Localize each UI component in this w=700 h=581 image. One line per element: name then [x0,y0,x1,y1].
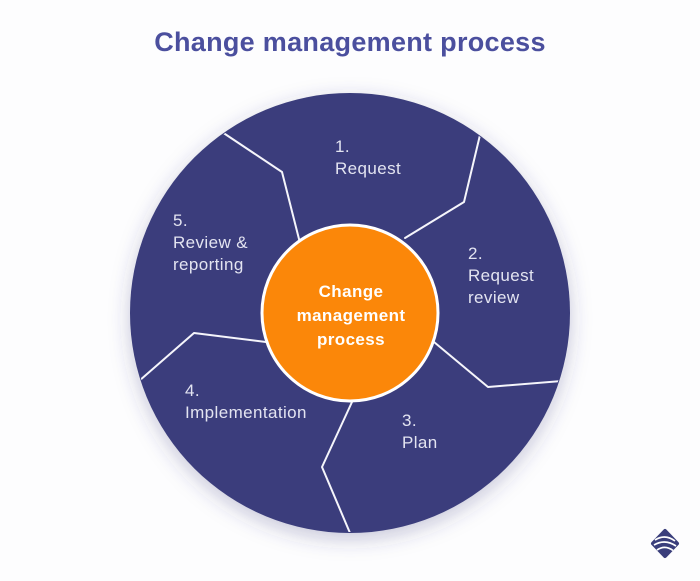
logo-wave-stripe [656,546,674,552]
segment-name: Plan [402,433,438,452]
segment-number: 4. [185,381,200,400]
segment-number: 5. [173,211,188,230]
segment-name: Request [335,159,402,178]
center-label: Change management process [296,282,406,349]
segment-number: 3. [402,411,417,430]
segment-label-request-review: 2. Request review [468,243,534,309]
segment-dividers [138,131,563,532]
segment-divider [433,341,563,388]
segment-label-review-reporting: 5. Review & reporting [173,210,248,276]
segment-number: 1. [335,137,350,156]
segment-name: Implementation [185,403,307,422]
segment-divider [404,134,481,239]
logo-wave-stripe [653,541,677,547]
segment-label-plan: 3. Plan [402,410,438,454]
segment-name: Review & reporting [173,233,249,274]
logo-wave-stripe [654,536,676,542]
segment-divider [138,332,267,382]
segment-label-request: 1. Request [335,136,401,180]
segment-label-implementation: 4. Implementation [185,380,307,424]
segment-name: Request review [468,266,535,307]
segment-number: 2. [468,244,483,263]
segment-divider [321,401,353,532]
segment-divider [221,131,301,244]
brand-logo-icon [651,529,679,558]
page-title: Change management process [154,27,546,57]
center-circle [260,223,440,403]
